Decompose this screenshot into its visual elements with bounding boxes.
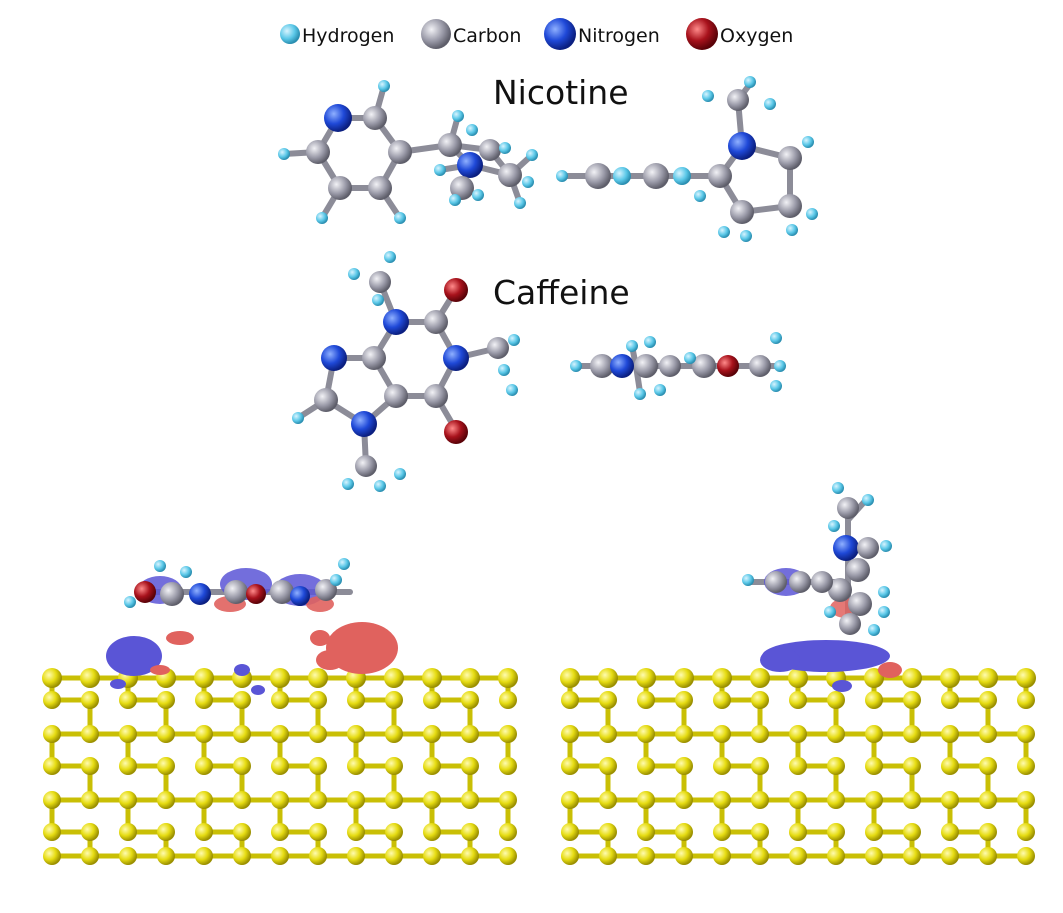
legend-swatch-oxygen-icon xyxy=(686,18,718,50)
left-charge-density xyxy=(106,622,398,695)
nicotine-side-atoms xyxy=(556,76,818,242)
legend-swatch-carbon-icon xyxy=(421,19,451,49)
left-adsorbate-atoms xyxy=(124,558,350,612)
legend-label-hydrogen: Hydrogen xyxy=(302,25,394,47)
caffeine-title: Caffeine xyxy=(493,273,630,312)
legend-label-carbon: Carbon xyxy=(453,25,521,47)
legend-label-oxygen: Oxygen xyxy=(720,25,793,47)
nicotine-title: Nicotine xyxy=(493,73,629,112)
graphene-surface-left xyxy=(42,668,518,865)
nicotine-front-atoms xyxy=(278,80,538,224)
graphene-surface-right xyxy=(560,668,1036,865)
legend-swatch-nitrogen-icon xyxy=(544,18,576,50)
atom-legend: Hydrogen Carbon Nitrogen Oxygen xyxy=(280,18,793,50)
right-charge-density xyxy=(760,640,902,692)
legend-swatch-hydrogen-icon xyxy=(280,24,300,44)
caffeine-front-atoms xyxy=(292,251,520,492)
right-adsorbate-atoms xyxy=(742,482,892,636)
legend-label-nitrogen: Nitrogen xyxy=(578,25,660,47)
caffeine-side-atoms xyxy=(570,332,786,400)
